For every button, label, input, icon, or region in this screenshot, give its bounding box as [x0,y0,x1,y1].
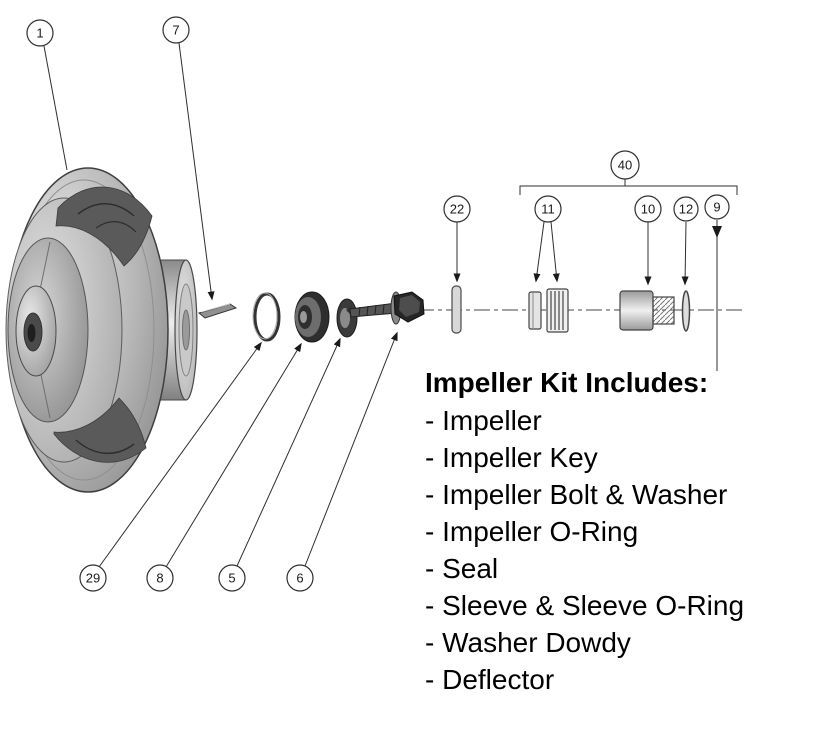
callout-number-5: 5 [228,571,235,586]
callout-40: 40 [610,150,640,180]
leader-line-5 [236,337,341,567]
callout-number-1: 1 [36,26,43,41]
leader-line-6 [304,331,398,567]
seal-spring [546,288,569,333]
impeller-vane-opening-top [55,186,153,267]
kit-item: - Sleeve & Sleeve O-Ring [425,590,745,621]
callout-11: 11 [534,195,562,223]
impeller-oring-part [252,292,281,342]
callout-number-8: 8 [156,571,163,586]
kit-group-bracket [519,179,738,195]
callout-number-6: 6 [296,571,303,586]
impeller-kit-list: Impeller Kit Includes: - Impeller - Impe… [425,364,744,698]
washer-dowdy-part [451,285,462,334]
impeller-part [5,167,198,493]
callout-1: 1 [26,19,54,47]
callout-9: 9 [704,194,730,220]
callout-10: 10 [634,195,662,223]
callout-6: 6 [286,564,314,592]
callout-8: 8 [146,564,174,592]
impeller-vane-edge [77,203,135,217]
leader-lines [43,42,718,568]
callout-number-29: 29 [86,571,100,586]
sleeve-oring-part [681,290,691,332]
kit-item: - Washer Dowdy [425,627,631,658]
sleeve-part [619,290,675,331]
callout-22: 22 [443,195,471,223]
leader-line-29 [98,341,262,568]
callout-number-9: 9 [713,200,720,215]
seal-part [294,291,330,343]
impeller-vane-opening-bottom [53,397,147,463]
kit-item: - Seal [425,553,499,584]
kit-title: Impeller Kit Includes: [425,367,709,398]
impeller-bolt-part [346,291,425,325]
callout-number-22: 22 [450,202,464,217]
callout-7: 7 [162,16,190,44]
kit-item: - Impeller Key [425,442,598,473]
callout-29: 29 [79,564,107,592]
kit-item: - Deflector [425,664,555,695]
callout-12: 12 [673,196,699,222]
callout-number-11: 11 [541,202,555,217]
impeller-key-part [197,303,238,319]
callout-number-40: 40 [618,158,632,173]
leader-line-1 [43,45,68,171]
leader-line-7 [178,42,215,301]
leader-line-12 [681,221,689,286]
callout-number-10: 10 [641,202,655,217]
callout-5: 5 [218,564,246,592]
kit-item: - Impeller O-Ring [425,516,639,547]
callout-balloons: 1 7 40 22 11 10 [26,16,730,592]
leader-line-8 [165,342,302,568]
leader-arrow-9 [712,226,722,238]
callout-number-7: 7 [172,23,179,38]
callout-number-12: 12 [679,202,693,217]
washer-part [336,298,358,338]
leader-line-11a [533,221,545,283]
kit-item: - Impeller Bolt & Washer [425,479,728,510]
leader-line-11b [550,221,560,283]
kit-item: - Impeller [425,405,542,436]
seal-assembly-part [528,288,569,333]
